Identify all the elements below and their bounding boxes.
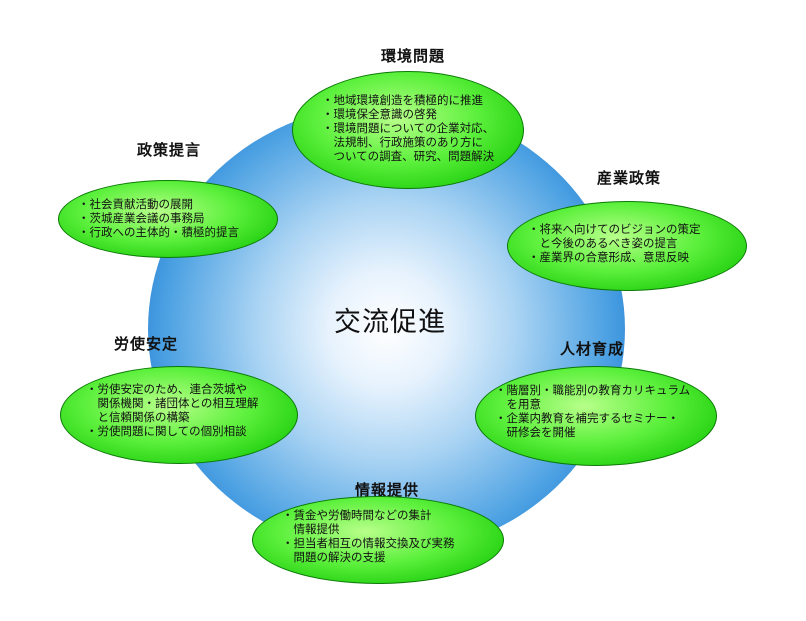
list-item: ・社会貢献活動の展開: [78, 197, 193, 211]
oval-labor: [60, 366, 298, 464]
text-policy: ・社会貢献活動の展開 ・茨城産業会議の事務局 ・行政への主体的・積極的提言: [78, 197, 239, 239]
text-industry: ・将来へ向けてのビジョンの策定 と今後のあるべき姿の提言 ・産業界の合意形成、意…: [528, 222, 701, 264]
text-hr: ・階層別・職能別の教育カリキュラム を用意 ・企業内教育を補完するセミナー・ 研…: [495, 383, 690, 439]
list-item: ・行政への主体的・積極的提言: [78, 225, 239, 239]
oval-info: [252, 496, 504, 584]
heading-labor: 労使安定: [114, 335, 179, 353]
list-item: 法規制、行政施策のあり方に: [322, 135, 483, 149]
list-item: ・担当者相互の情報交換及び実務: [282, 536, 455, 550]
list-item: ・環境保全意識の啓発: [322, 107, 437, 121]
list-item: 情報提供: [282, 522, 340, 536]
text-info: ・賃金や労働時間などの集計 情報提供 ・担当者相互の情報交換及び実務 問題の解決…: [282, 508, 455, 564]
list-item: ・階層別・職能別の教育カリキュラム: [495, 383, 691, 397]
oval-hr: [475, 366, 717, 466]
list-item: ・茨城産業会議の事務局: [78, 211, 205, 225]
text-environment: ・地域環境創造を積極的に推進 ・環境保全意識の啓発 ・環境問題についての企業対応…: [322, 93, 494, 163]
list-item: を用意: [495, 397, 541, 411]
oval-policy: [58, 180, 278, 258]
heading-industry: 産業政策: [597, 169, 662, 187]
heading-environment: 環境問題: [381, 47, 446, 65]
heading-hr: 人材育成: [560, 340, 625, 358]
list-item: ・地域環境創造を積極的に推進: [322, 93, 483, 107]
list-item: ・賃金や労働時間などの集計: [282, 508, 432, 522]
list-item: 関係機関・諸団体との相互理解: [86, 396, 259, 410]
heading-policy: 政策提言: [137, 141, 202, 159]
list-item: 問題の解決の支援: [282, 550, 386, 564]
list-item: ・産業界の合意形成、意思反映: [528, 250, 689, 264]
oval-industry: [507, 201, 747, 291]
list-item: ついての調査、研究、問題解決: [322, 149, 495, 163]
list-item: 研修会を開催: [495, 425, 576, 439]
center-label: 交流促進: [334, 307, 446, 338]
list-item: ・労使問題に関しての個別相談: [86, 424, 247, 438]
list-item: と今後のあるべき姿の提言: [528, 236, 678, 250]
text-labor: ・労使安定のため、連合茨城や 関係機関・諸団体との相互理解 と信頼関係の構築 ・…: [86, 382, 258, 438]
list-item: ・環境問題についての企業対応、: [322, 121, 495, 135]
heading-info: 情報提供: [355, 481, 420, 499]
list-item: ・企業内教育を補完するセミナー・: [495, 411, 679, 425]
list-item: ・将来へ向けてのビジョンの策定: [528, 222, 701, 236]
list-item: と信頼関係の構築: [86, 410, 190, 424]
list-item: ・労使安定のため、連合茨城や: [86, 382, 247, 396]
oval-environment: [292, 71, 524, 189]
